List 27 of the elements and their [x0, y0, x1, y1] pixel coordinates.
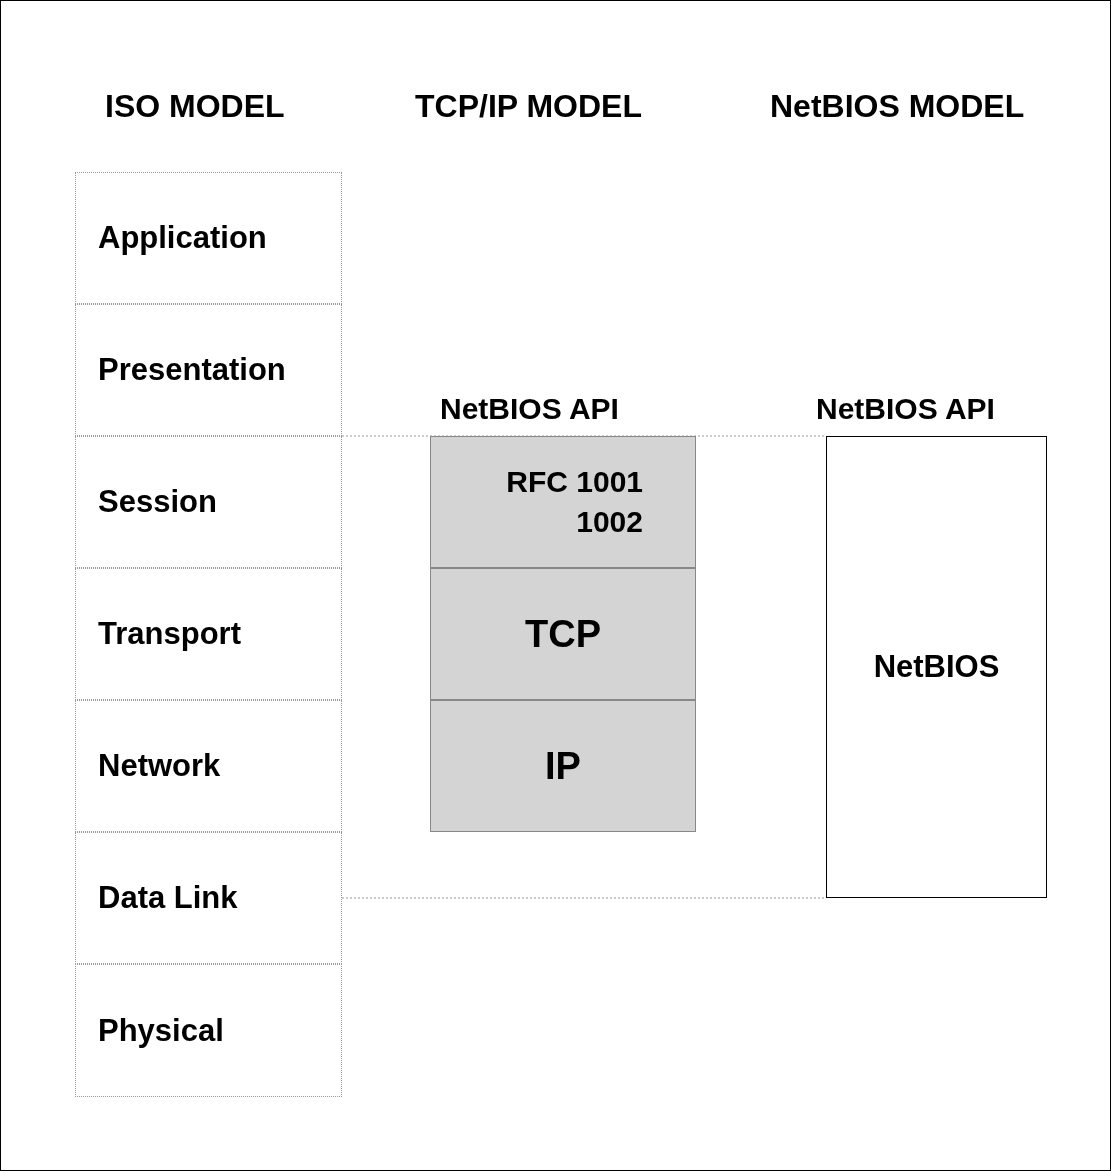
- layer-box: [75, 172, 342, 304]
- layer-name: RFC 1001 1002: [505, 464, 643, 540]
- protocol-box: [430, 700, 696, 832]
- layer-name: TCP: [525, 612, 601, 656]
- layer-name: Transport: [98, 616, 241, 652]
- layer-name: Physical: [98, 1012, 224, 1049]
- layer-name: NetBIOS: [873, 649, 1000, 685]
- layer-name: Presentation: [98, 352, 286, 388]
- protocol-box: [826, 436, 1047, 898]
- column-heading: ISO MODEL: [105, 88, 285, 125]
- column-heading: NetBIOS MODEL: [770, 88, 1025, 125]
- api-label: NetBIOS API: [440, 392, 619, 426]
- layer-box: [75, 436, 342, 568]
- layer-box: [75, 568, 342, 700]
- layer-name: IP: [545, 744, 581, 788]
- layer-box: [75, 700, 342, 832]
- column-heading: TCP/IP MODEL: [415, 88, 642, 125]
- api-label: NetBIOS API: [816, 392, 995, 426]
- layer-box: [75, 832, 342, 964]
- layer-name: Application: [98, 220, 267, 256]
- layer-box: [75, 304, 342, 436]
- layer-box: [75, 964, 342, 1097]
- layer-name: Session: [98, 484, 217, 520]
- protocol-box: [430, 568, 696, 700]
- layer-name: Data Link: [98, 880, 238, 916]
- protocol-box: [430, 436, 696, 568]
- layer-name: Network: [98, 748, 221, 784]
